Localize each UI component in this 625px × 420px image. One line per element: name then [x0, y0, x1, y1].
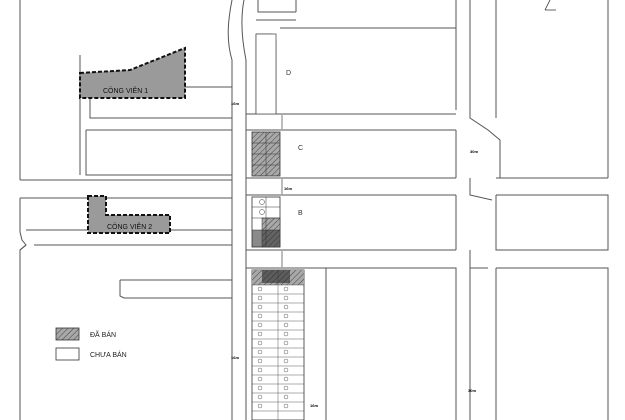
block-b-letter: B: [298, 210, 303, 217]
park-2: CÔNG VIÊN 2: [87, 195, 171, 234]
road-width-near-c: 16m: [284, 186, 292, 191]
legend-sold-swatch: [55, 327, 80, 341]
block-d: D: [255, 33, 291, 115]
road-width-bottom-mid: 16m: [310, 403, 318, 408]
block-d-letter: D: [286, 70, 291, 77]
road-width-right-top: 30m: [470, 149, 478, 154]
legend-sold-label: ĐÃ BÁN: [90, 330, 116, 339]
road-width-bottom-left: 16m: [231, 355, 239, 360]
park-2-label: CÔNG VIÊN 2: [107, 222, 152, 231]
road-width-main-left: 16m: [231, 101, 239, 106]
block-b: B: [251, 196, 303, 248]
road-width-labels: 16m 16m 30m 30m 16m 16m: [231, 101, 478, 408]
legend-unsold-label: CHƯA BÁN: [90, 350, 127, 359]
block-c-letter: C: [298, 145, 303, 152]
road-width-right-bottom: 30m: [468, 388, 476, 393]
north-marker: [544, 0, 556, 11]
legend-unsold-swatch: [55, 347, 80, 361]
park-1: CÔNG VIÊN 1: [79, 46, 186, 99]
park-1-label: CÔNG VIÊN 1: [103, 86, 148, 95]
block-c: C: [251, 131, 303, 177]
road-network: [19, 0, 609, 420]
legend: ĐÃ BÁN CHƯA BÁN: [55, 327, 127, 361]
block-a: [251, 269, 305, 420]
